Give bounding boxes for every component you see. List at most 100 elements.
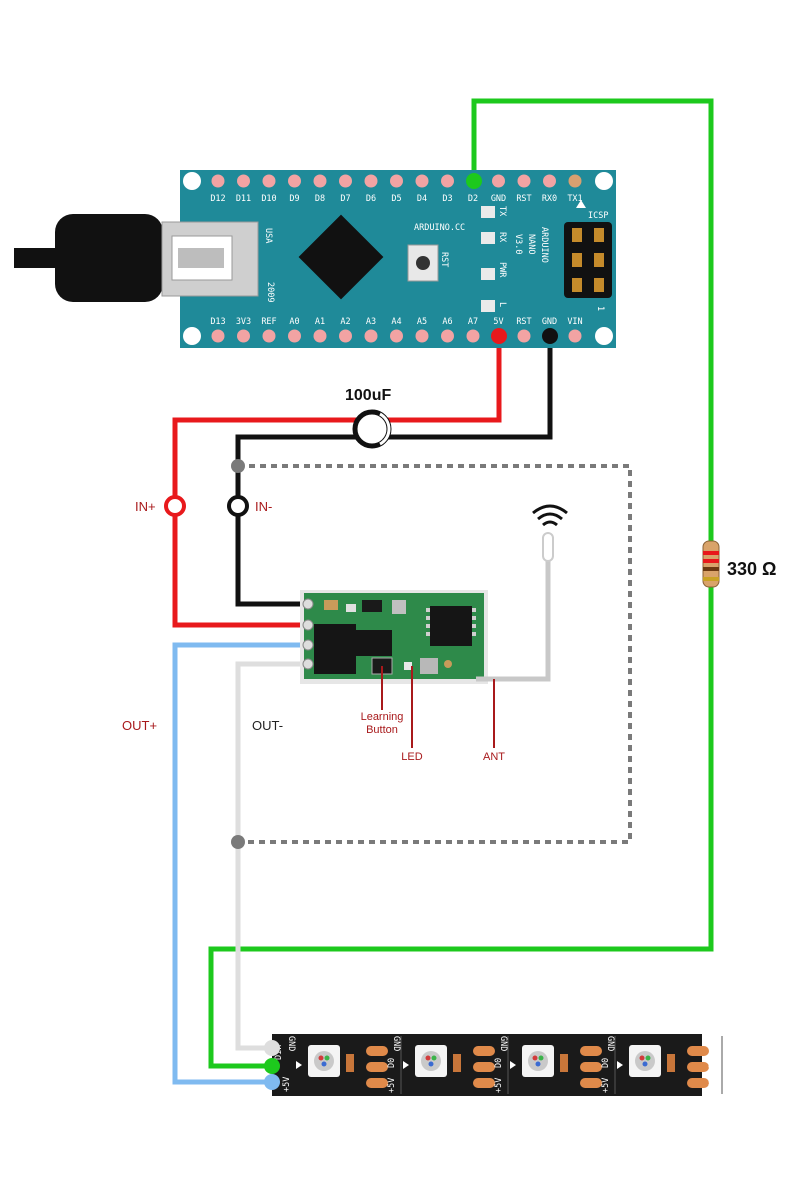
green-data-wire — [208, 98, 714, 1069]
strip-solder-pad — [687, 1078, 709, 1088]
5v-pin-connection — [491, 328, 507, 344]
black-gnd-wire — [235, 336, 553, 607]
arduino-bottom-pin-label: A3 — [366, 317, 376, 327]
strip-din-connection — [264, 1058, 280, 1074]
arduino-bottom-pin-pad — [237, 329, 250, 343]
arduino-bottom-pin-pad — [415, 329, 429, 343]
strip-capacitor — [346, 1054, 354, 1072]
arduino-top-pin-pad — [543, 174, 556, 188]
resistor-label: 330 Ω — [727, 559, 776, 579]
arduino-name-line-1: ARDUINO — [539, 227, 549, 263]
strip-out-gnd-label: GND — [391, 1036, 401, 1051]
arduino-top-pin-pad — [568, 174, 582, 188]
arduino-led-l: L — [497, 302, 507, 307]
usb-connector — [161, 221, 259, 297]
strip-led-die-green — [645, 1055, 651, 1061]
usb-cable — [14, 214, 163, 302]
strip-solder-pad — [687, 1062, 709, 1072]
strip-solder-pad — [473, 1078, 495, 1088]
strip-out-gnd-label: GND — [498, 1036, 508, 1051]
strip-data-arrow — [403, 1061, 409, 1069]
arduino-led-pwr: PWR — [497, 262, 507, 278]
strip-out-5v-label: +5V — [708, 1078, 718, 1093]
strip-5v-connection — [264, 1074, 280, 1090]
strip-out-5v-label: +5V — [601, 1078, 611, 1093]
strip-led-die-blue — [535, 1061, 541, 1067]
in-plus-terminal — [164, 495, 186, 517]
strip-led-die-red — [639, 1055, 645, 1061]
rf-receiver-module — [300, 590, 488, 684]
gnd-pin-connection — [542, 328, 558, 344]
arduino-led-tx: TX — [497, 206, 507, 217]
arduino-bottom-pin-label: A1 — [315, 317, 325, 327]
strip-led-die-green — [538, 1055, 544, 1061]
strip-led-die-green — [431, 1055, 437, 1061]
strip-out-5v-label: +5V — [494, 1078, 504, 1093]
strip-solder-pad — [580, 1046, 602, 1056]
arduino-bottom-pin-label: VIN — [567, 317, 582, 327]
strip-out-d0-label: D0 — [601, 1058, 611, 1068]
strip-out-d0-label: D0 — [387, 1058, 397, 1068]
arduino-bottom-pin-label: A2 — [340, 317, 350, 327]
strip-out-d0-label: D0 — [708, 1058, 718, 1068]
arduino-top-pin-label: D4 — [417, 194, 427, 204]
strip-solder-pad — [580, 1078, 602, 1088]
arduino-bottom-pin-pad — [441, 329, 454, 343]
icsp-header — [564, 222, 612, 298]
arduino-top-pin-label: RX0 — [542, 194, 557, 204]
strip-data-arrow — [296, 1061, 302, 1069]
arduino-top-pin-pad — [288, 174, 301, 188]
strip-solder-pad — [473, 1046, 495, 1056]
arduino-site-label: ARDUINO.CC — [414, 223, 465, 233]
strip-led-die-blue — [642, 1061, 648, 1067]
strip-solder-pad — [366, 1078, 388, 1088]
antenna-tip — [542, 532, 554, 562]
strip-solder-pad — [580, 1062, 602, 1072]
arduino-top-pin-label: D7 — [340, 194, 350, 204]
strip-solder-pad — [366, 1062, 388, 1072]
arduino-top-pin-pad — [313, 174, 327, 188]
strip-gnd-connection — [264, 1040, 280, 1056]
strip-led-lens — [635, 1051, 655, 1071]
arduino-top-pin-pad — [262, 174, 276, 188]
strip-led-die-blue — [321, 1061, 327, 1067]
antenna-wire — [476, 560, 551, 682]
arduino-top-pin-label: D12 — [210, 194, 225, 204]
arduino-bottom-pin-pad — [313, 329, 327, 343]
strip-in-gnd-label: GND — [286, 1036, 296, 1051]
out-minus-label: OUT- — [252, 718, 283, 733]
arduino-bottom-pin-label: RST — [516, 317, 531, 327]
arduino-bottom-pin-pad — [466, 329, 480, 343]
arduino-top-pin-pad — [211, 174, 225, 188]
strip-out-d0-label: D0 — [494, 1058, 504, 1068]
white-out-minus-wire — [235, 661, 308, 1051]
arduino-icsp-label: ICSP — [588, 211, 608, 221]
strip-led-die-red — [425, 1055, 431, 1061]
learning-button-label-line-1: Learning — [361, 711, 404, 723]
arduino-year-label: 2009 — [265, 282, 275, 302]
strip-led-lens — [314, 1051, 334, 1071]
arduino-top-pin-label: RST — [516, 194, 531, 204]
arduino-top-pin-pad — [390, 174, 403, 188]
out-plus-label: OUT+ — [122, 718, 157, 733]
strip-data-arrow — [617, 1061, 623, 1069]
arduino-top-pin-pad — [517, 174, 531, 188]
arduino-bottom-pin-label: A4 — [391, 317, 401, 327]
arduino-bottom-pin-pad — [517, 329, 531, 343]
arduino-top-pin-pad — [237, 174, 250, 188]
arduino-bottom-pin-label: A6 — [442, 317, 452, 327]
arduino-top-pin-label: D10 — [261, 194, 276, 204]
arduino-led-rx: RX — [497, 232, 507, 243]
red-5v-wire — [172, 336, 502, 628]
strip-led-die-green — [324, 1055, 330, 1061]
d2-pin-connection — [466, 173, 482, 189]
arduino-top-pin-label: D2 — [468, 194, 478, 204]
arduino-top-pin-label: D11 — [236, 194, 251, 204]
strip-led-lens — [528, 1051, 548, 1071]
arduino-top-pin-pad — [492, 174, 505, 188]
arduino-top-pin-pad — [415, 174, 429, 188]
arduino-bottom-pin-label: D13 — [210, 317, 225, 327]
arduino-top-pin-label: D8 — [315, 194, 325, 204]
